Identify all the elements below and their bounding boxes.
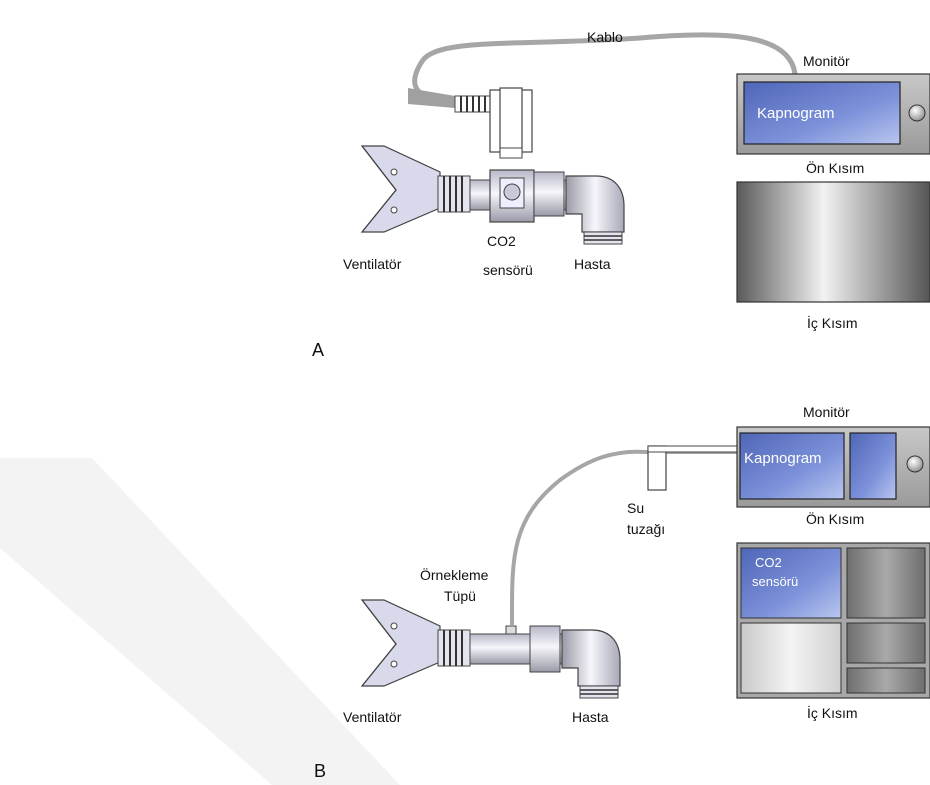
cable [412, 32, 798, 105]
sampling-tube-label-1: Örnekleme [420, 566, 489, 583]
ventilator-b-label: Ventilatör [343, 709, 402, 725]
adapter-b [529, 625, 561, 673]
monitor-a-inner-label: İç Kısım [807, 314, 858, 331]
co2-sensor-label-1: CO2 [487, 233, 516, 249]
monitor-a-front-label: Ön Kısım [806, 159, 864, 176]
monitor-a-inner [736, 181, 930, 303]
internal-sensor-label-2: sensörü [752, 574, 798, 589]
water-trap [647, 445, 738, 491]
watermark [0, 458, 400, 785]
corrugated-tube [437, 175, 471, 213]
water-trap-label-2: tuzağı [627, 521, 665, 537]
monitor-b-inner [736, 542, 930, 699]
sampling-tube-label-2: Tüpü [444, 588, 476, 604]
panel-a: A Kablo Monitör Kapnogram Ön Kısım İç Kı… [312, 29, 930, 360]
monitor-b-screen-label: Kapnogram [744, 450, 822, 467]
patient-a-label: Hasta [574, 256, 611, 272]
patient-elbow-b [561, 629, 621, 699]
ventilator-y-piece [360, 145, 441, 233]
panel-b: B Monitör Kapnogram Ön Kısım İç Kısım Su… [314, 404, 930, 781]
panel-b-letter: B [314, 761, 326, 781]
monitor-b [736, 426, 930, 508]
monitor-a-screen-label: Kapnogram [757, 105, 835, 122]
monitor-a-label: Monitör [803, 53, 850, 69]
panel-a-letter: A [312, 340, 324, 360]
ventilator-a-label: Ventilatör [343, 256, 402, 272]
monitor-b-inner-label: İç Kısım [807, 704, 858, 721]
monitor-b-label: Monitör [803, 404, 850, 420]
sampling-port [505, 625, 517, 635]
water-trap-label-1: Su [627, 500, 644, 516]
corrugated-tube-b [437, 629, 471, 667]
cable-connector [454, 87, 533, 159]
sampling-tube [509, 449, 737, 626]
ventilator-y-piece-b [360, 599, 441, 687]
internal-sensor-label-1: CO2 [755, 555, 782, 570]
cable-label: Kablo [587, 29, 623, 45]
knob [908, 104, 926, 122]
patient-elbow [565, 175, 625, 245]
knob-b [906, 455, 924, 473]
co2-sensor-label-2: sensörü [483, 262, 533, 278]
co2-sensor-adapter [489, 169, 565, 223]
patient-b-label: Hasta [572, 709, 609, 725]
monitor-a [736, 73, 930, 303]
monitor-b-front-label: Ön Kısım [806, 510, 864, 527]
